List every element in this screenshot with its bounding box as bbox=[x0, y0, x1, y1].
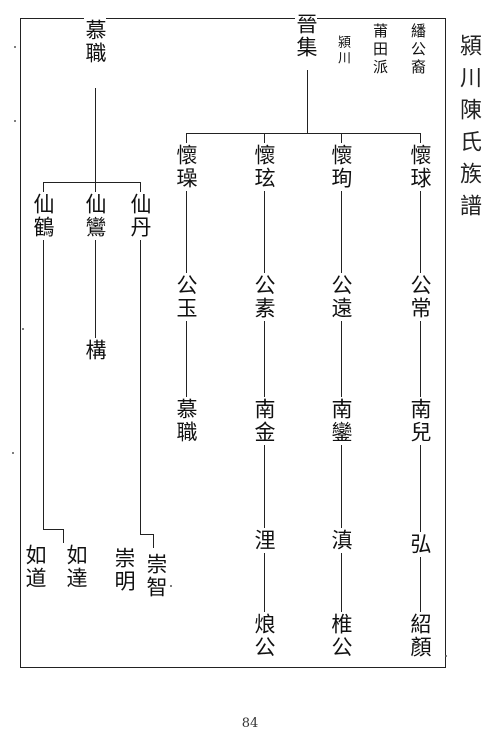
grandson-chong-zhi: 崇智 bbox=[144, 552, 168, 600]
drop-line bbox=[140, 182, 142, 192]
gen5-col3: 浬 bbox=[252, 528, 276, 553]
gen6-col3: 烺公 bbox=[252, 612, 276, 660]
xian-luan-line bbox=[95, 195, 97, 360]
gen5-col2: 滇 bbox=[329, 528, 353, 553]
xian-dan-bracket-drop bbox=[153, 534, 155, 548]
note-putian-branch: 莆田派 bbox=[371, 22, 389, 78]
page-number: 84 bbox=[241, 716, 259, 731]
root-trunk-line bbox=[307, 70, 309, 134]
xian-dan-bracket-line bbox=[140, 534, 154, 536]
gen3-col1: 公常 bbox=[408, 273, 432, 321]
xian-he-bracket-line bbox=[43, 529, 64, 531]
scan-speck bbox=[22, 328, 24, 330]
grandson-chong-ming: 崇明 bbox=[112, 546, 136, 594]
gen4-col1: 南兒 bbox=[408, 397, 432, 445]
xian-luan-son: 構 bbox=[83, 338, 107, 363]
son-1: 懷球 bbox=[408, 143, 432, 191]
xian-he-bracket-drop bbox=[63, 529, 65, 543]
sons-bar-line bbox=[186, 133, 421, 135]
xian-he-line bbox=[43, 195, 45, 530]
note-clan-branch: 繙公裔 bbox=[409, 22, 427, 78]
grandson-ru-dao: 如道 bbox=[23, 543, 47, 591]
scan-speck bbox=[170, 585, 172, 587]
scan-speck bbox=[14, 46, 16, 48]
page-frame bbox=[20, 18, 446, 668]
gen4-col2: 南鑾 bbox=[329, 397, 353, 445]
drop-line bbox=[95, 182, 97, 192]
scan-speck bbox=[445, 655, 447, 657]
book-title: 潁川陳氏族譜 bbox=[456, 34, 481, 226]
gen4-col4: 慕職 bbox=[174, 397, 198, 445]
gen3-col3: 公素 bbox=[252, 273, 276, 321]
son-4: 懷璪 bbox=[174, 143, 198, 191]
gen6-col2: 椎公 bbox=[329, 612, 353, 660]
scan-speck bbox=[12, 452, 14, 454]
gen5-col1: 弘 bbox=[408, 532, 432, 557]
root-ancestor: 晉集 bbox=[294, 12, 318, 60]
gen6-col1: 紹顏 bbox=[408, 612, 432, 660]
left-sons-bar-line bbox=[43, 182, 140, 184]
gen3-col4: 公玉 bbox=[174, 273, 198, 321]
drop-line bbox=[264, 133, 266, 145]
son-3: 懷玹 bbox=[252, 143, 276, 191]
drop-line bbox=[420, 133, 422, 145]
left-root-ancestor: 慕職 bbox=[83, 18, 107, 66]
gen4-col3: 南金 bbox=[252, 397, 276, 445]
son-2: 懷珣 bbox=[329, 143, 353, 191]
drop-line bbox=[43, 182, 45, 192]
drop-line bbox=[186, 133, 188, 145]
left-son-xian-he: 仙鶴 bbox=[31, 192, 55, 240]
left-son-xian-dan: 仙丹 bbox=[128, 192, 152, 240]
gen3-col2: 公遠 bbox=[329, 273, 353, 321]
drop-line bbox=[341, 133, 343, 145]
note-yingchuan: 潁川 bbox=[334, 34, 350, 68]
scan-speck bbox=[14, 120, 16, 122]
grandson-ru-da: 如達 bbox=[64, 543, 88, 591]
xian-dan-line bbox=[140, 195, 142, 535]
left-trunk-line bbox=[95, 88, 97, 183]
left-son-xian-luan: 仙鸞 bbox=[83, 192, 107, 240]
